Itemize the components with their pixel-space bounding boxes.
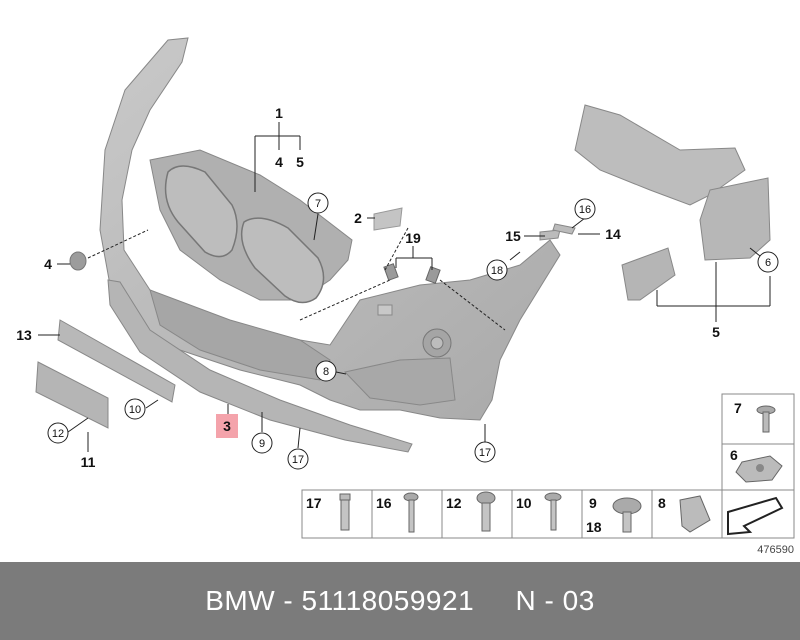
- screw-16-icon: [403, 492, 419, 533]
- nut-6-icon: [735, 455, 783, 483]
- callout-14: 14: [605, 226, 621, 242]
- legend-num-12: 12: [446, 495, 462, 511]
- callout-9: 9: [259, 438, 265, 450]
- highlight-3-box: [216, 414, 238, 438]
- legend-num-18: 18: [586, 519, 602, 535]
- callout-15: 15: [505, 228, 521, 244]
- callout-18: 18: [491, 265, 503, 277]
- part-number-caption: BMW - 51118059921 N - 03: [205, 585, 595, 616]
- callout-3-highlighted: 3: [223, 418, 231, 434]
- washer-cap: [373, 207, 403, 231]
- license-plate-bracket: [57, 319, 176, 403]
- screw-12-icon: [476, 491, 496, 532]
- direction-arrow-icon: [727, 496, 784, 536]
- legend-num-6: 6: [730, 447, 738, 463]
- callout-1: 1: [275, 105, 283, 121]
- diagram-id: 476590: [757, 544, 794, 556]
- lower-air-intake: [149, 289, 331, 381]
- legend-num-7: 7: [734, 400, 742, 416]
- parts-legend: [301, 393, 795, 539]
- legend-num-17: 17: [306, 495, 322, 511]
- callout-17-right: 17: [479, 447, 491, 459]
- callout-13: 13: [16, 327, 32, 343]
- callout-6: 6: [765, 257, 771, 269]
- side-air-intake: [344, 357, 456, 406]
- callout-4-upper: 4: [275, 154, 283, 170]
- legend-num-16: 16: [376, 495, 392, 511]
- support-bracket-side: [699, 177, 771, 261]
- legend-num-9: 9: [589, 495, 597, 511]
- callout-16: 16: [579, 204, 591, 216]
- screw-9-18-icon: [612, 497, 642, 533]
- callout-11: 11: [81, 454, 96, 470]
- callout-17-center: 17: [292, 454, 304, 466]
- footer-bar: [0, 562, 800, 640]
- callout-19: 19: [405, 230, 421, 246]
- license-plate-base: [35, 361, 109, 429]
- trim-clip: [552, 223, 576, 235]
- screw-10-icon: [544, 492, 562, 531]
- legend-num-8: 8: [658, 495, 666, 511]
- callout-5-upper: 5: [296, 154, 304, 170]
- screw-17-icon: [339, 493, 351, 531]
- clip-left: [383, 263, 399, 281]
- callout-10: 10: [129, 404, 141, 416]
- clip-right: [425, 266, 441, 284]
- callout-2: 2: [354, 210, 362, 226]
- trim-piece: [539, 229, 561, 241]
- kidney-grille-left: [164, 165, 238, 258]
- bumper-exploded-diagram: 1 4 5 7 2 19 15 16 14 18 6 5 4 13 8 10 1…: [16, 37, 795, 556]
- lower-spoiler-strip: [107, 279, 413, 453]
- callout-4-left: 4: [44, 256, 52, 272]
- screw-7-icon: [756, 405, 776, 433]
- kidney-grille-right: [240, 217, 325, 304]
- callout-12: 12: [52, 428, 64, 440]
- callout-7: 7: [315, 198, 321, 210]
- callout-5-lower: 5: [712, 324, 720, 340]
- support-bracket-lower: [621, 247, 676, 301]
- clip-8-icon: [679, 495, 711, 533]
- legend-num-10: 10: [516, 495, 532, 511]
- tow-hook-cover: [69, 251, 87, 271]
- callout-8: 8: [323, 366, 329, 378]
